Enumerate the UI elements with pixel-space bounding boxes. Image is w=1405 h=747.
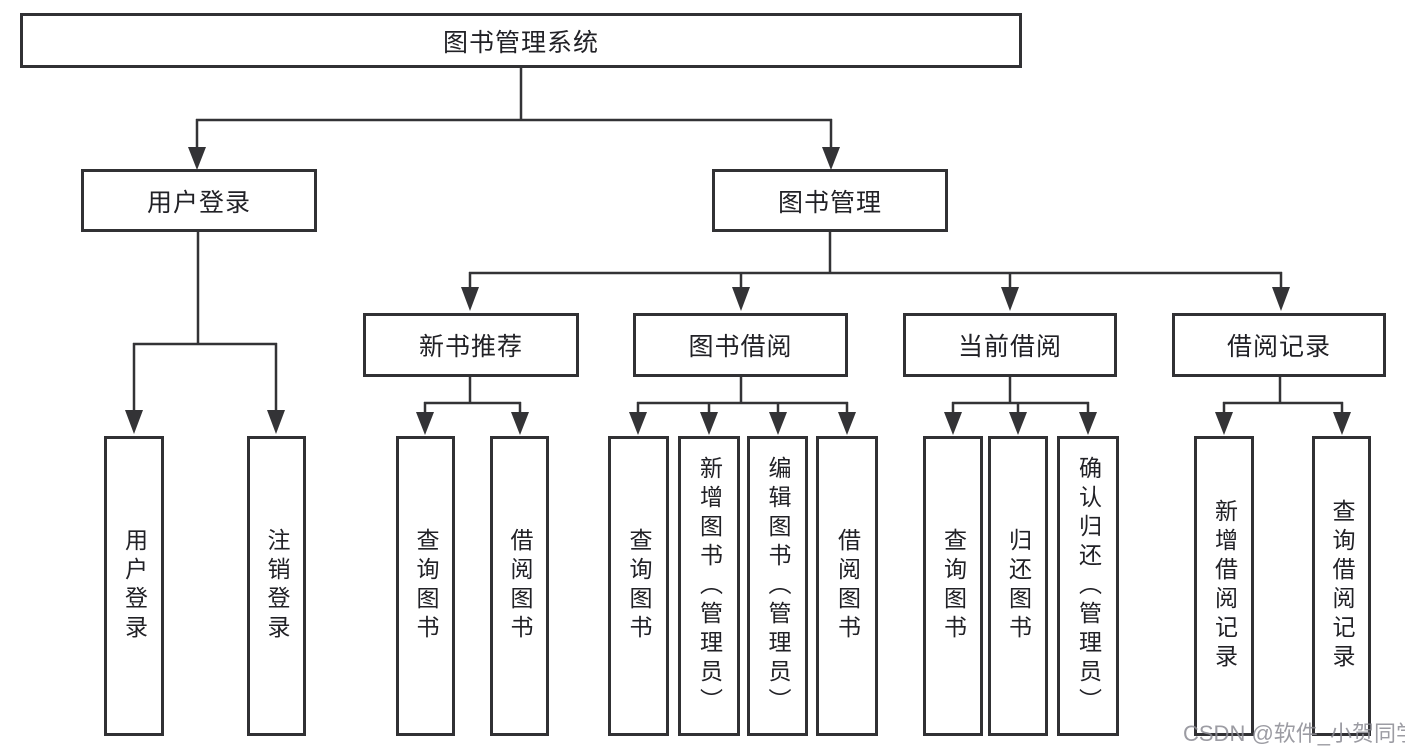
node-new-book-recommendation: 新书推荐 [363, 313, 579, 377]
node-current-return-books: 归还图书 [988, 436, 1048, 736]
node-current-borrowing: 当前借阅 [903, 313, 1117, 377]
node-borrow-add-books-admin: 新增图书（管理员） [678, 436, 740, 736]
node-book-management-system: 图书管理系统 [20, 13, 1022, 68]
node-borrow-edit-books-admin: 编辑图书（管理员） [747, 436, 808, 736]
node-records-query-borrow-record: 查询借阅记录 [1312, 436, 1371, 736]
node-current-query-books: 查询图书 [923, 436, 983, 736]
node-borrowing-records: 借阅记录 [1172, 313, 1386, 377]
node-current-confirm-return-admin: 确认归还（管理员） [1057, 436, 1119, 736]
node-records-add-borrow-record: 新增借阅记录 [1194, 436, 1254, 736]
node-borrow-query-books: 查询图书 [608, 436, 669, 736]
node-book-management: 图书管理 [712, 169, 948, 232]
node-leaf-logout: 注销登录 [247, 436, 306, 736]
node-borrow-borrow-books: 借阅图书 [816, 436, 878, 736]
watermark: CSDN @软件_小贺同学 [1183, 721, 1405, 746]
node-user-login: 用户登录 [81, 169, 317, 232]
node-newbooks-query-books: 查询图书 [396, 436, 455, 736]
node-book-borrowing: 图书借阅 [633, 313, 848, 377]
node-leaf-user-login: 用户登录 [104, 436, 164, 736]
node-newbooks-borrow-books: 借阅图书 [490, 436, 549, 736]
